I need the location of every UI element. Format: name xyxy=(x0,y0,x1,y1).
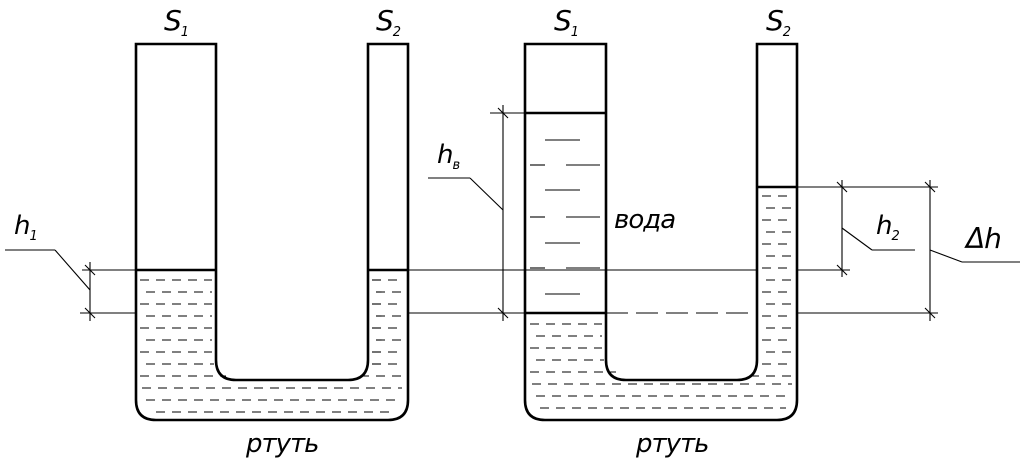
left-s2-label: S2 xyxy=(376,4,401,40)
right-s1-label: S1 xyxy=(554,4,578,40)
right-tube-outline xyxy=(523,42,799,422)
left-s1-symbol: S xyxy=(164,4,181,37)
h2-symbol: h xyxy=(876,211,891,241)
water-label: вода xyxy=(614,205,675,235)
right-u-tube xyxy=(523,42,799,422)
hv-label: hв xyxy=(437,140,459,173)
right-s1-index: 1 xyxy=(571,25,578,40)
right-s2-symbol: S xyxy=(766,4,783,37)
right-mercury-hatching xyxy=(530,195,794,409)
water-hatching xyxy=(530,139,600,295)
right-s1-symbol: S xyxy=(554,4,571,37)
left-mercury-hatching xyxy=(140,279,404,413)
h2-dimension xyxy=(836,180,915,277)
left-s1-label: S1 xyxy=(164,4,188,40)
hv-symbol: h xyxy=(437,140,452,170)
right-mercury-label: ртуть xyxy=(635,429,709,459)
hv-dimension xyxy=(428,105,509,321)
hv-index: в xyxy=(452,158,459,173)
h2-label: h2 xyxy=(876,211,899,244)
h1-label: h1 xyxy=(14,211,37,244)
delta-h-label: Δh xyxy=(964,222,1001,255)
right-s2-label: S2 xyxy=(766,4,791,40)
left-tube-outline xyxy=(134,42,410,422)
h2-index: 2 xyxy=(891,229,899,244)
left-mercury-label: ртуть xyxy=(245,429,319,459)
h1-dimension xyxy=(5,249,96,321)
left-s2-index: 2 xyxy=(393,25,401,40)
left-mercury-fill xyxy=(136,270,408,420)
delta-h-dimension xyxy=(924,180,1020,321)
h1-index: 1 xyxy=(29,229,36,244)
h1-symbol: h xyxy=(14,211,29,241)
left-s2-symbol: S xyxy=(376,4,393,37)
reference-lines xyxy=(80,112,938,314)
right-s2-index: 2 xyxy=(783,25,791,40)
left-s1-index: 1 xyxy=(181,25,188,40)
left-u-tube xyxy=(134,42,410,422)
